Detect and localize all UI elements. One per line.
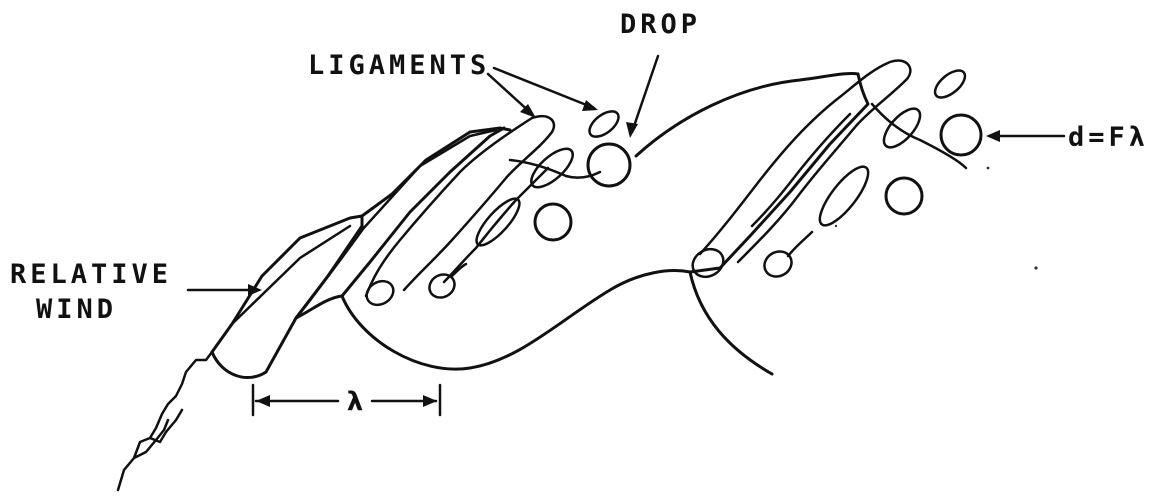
drop-circle-rear — [886, 178, 922, 214]
drop-diameter-arrowhead — [986, 130, 1000, 142]
ligament-bulb-1 — [362, 276, 397, 309]
front-wave-crest — [212, 128, 510, 352]
drop-diameter-label: d=Fλ — [1068, 122, 1149, 153]
wavelength-right-arrowhead — [423, 395, 437, 407]
drop-circle-lower — [535, 204, 571, 240]
drop-arrow — [632, 56, 658, 132]
ligaments-label: LIGAMENTS — [308, 50, 490, 81]
front-wave-lip — [212, 226, 362, 378]
torn-sheet-edge — [118, 352, 212, 490]
rear-sheet-lower — [690, 272, 772, 374]
ligament-fragment-6 — [930, 66, 969, 103]
speck-3 — [835, 225, 837, 227]
drop-label: DROP — [620, 9, 701, 40]
wavelength-left-arrowhead — [256, 395, 270, 407]
ligament-fragment-3 — [585, 106, 623, 141]
drop-circle-main — [588, 144, 630, 186]
wavelength-label: λ — [347, 387, 363, 417]
relative-wind-label-line2: WIND — [36, 294, 117, 325]
speck-1 — [1034, 266, 1037, 269]
drop-circle-right — [941, 115, 981, 155]
ligament-fragment-4 — [812, 160, 875, 232]
ligament-fragment-5 — [878, 103, 926, 153]
second-wave-body — [296, 128, 504, 318]
ligaments-arrowhead-2 — [582, 100, 598, 111]
first-trough — [342, 271, 690, 370]
ligament-bulb-3 — [688, 244, 729, 283]
relative-wind-label-line1: RELATIVE — [10, 259, 172, 290]
ligament-tail-4 — [788, 232, 812, 256]
drop-neck — [510, 160, 600, 178]
rear-sheet-top — [636, 73, 858, 156]
drop-arrowhead — [626, 122, 638, 138]
speck-2 — [987, 167, 990, 170]
ligament-strand-3 — [700, 61, 910, 262]
ligaments-arrow-2 — [494, 68, 594, 108]
front-wave-inner — [232, 226, 350, 324]
